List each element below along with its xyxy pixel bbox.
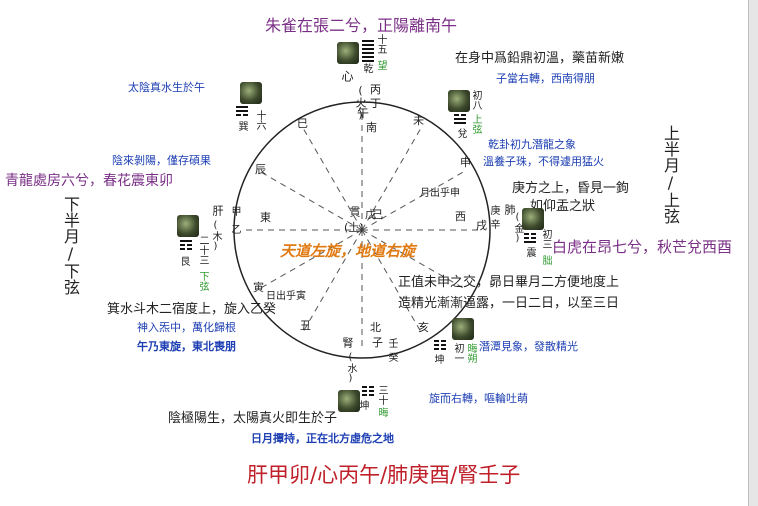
- branch-dong: 東: [260, 211, 271, 224]
- lung-char: 肺: [503, 204, 516, 215]
- liver-char: 肝: [211, 205, 224, 216]
- branch-si: 巳: [297, 117, 308, 130]
- kun2-phase: 晦朔: [465, 343, 476, 363]
- note-gengfang: 庚方之上，昏見一鉤: [512, 181, 630, 196]
- water-char: (水): [345, 352, 356, 384]
- fire-char: (火): [354, 84, 367, 121]
- kun-day: 三十: [376, 385, 387, 405]
- qian-day: 十五: [375, 34, 386, 54]
- branch-xu: 戌: [476, 219, 487, 232]
- kun-phase: 晦: [376, 407, 387, 417]
- gen-label: 艮: [178, 256, 189, 266]
- kun2-day: 初一: [452, 343, 463, 363]
- bottom-caption: 肝甲卯/心丙午/肺庚酉/腎壬子: [247, 463, 521, 487]
- note-jishui: 箕水斗木二宿度上，旋入乙癸: [107, 302, 277, 317]
- branch-xi: 西: [455, 210, 466, 223]
- branch-chen: 辰: [255, 163, 266, 176]
- qian-phase: 望: [375, 60, 386, 70]
- branch-nan: 南: [366, 121, 377, 134]
- note-jingguang: 造精光漸漸逼露，一日二日，以至三日: [398, 296, 620, 311]
- gen-trigram-icon: [180, 240, 192, 252]
- zhen-label: 震: [524, 247, 535, 257]
- ding-char: 丁: [370, 97, 381, 110]
- note-yangyu: 如仰盂之狀: [530, 199, 596, 214]
- center-zhen: 貫: [348, 206, 361, 217]
- note-yinlai: 陰來剝陽，僅存碩果: [112, 154, 211, 167]
- gen-day: 二十三: [197, 235, 208, 265]
- xin-char: 辛: [488, 219, 499, 229]
- moon-waning-icon: [240, 82, 262, 104]
- note-wenyang: 溫養子珠，不得遽用猛火: [483, 155, 604, 168]
- center-ji: 己: [372, 208, 383, 221]
- branch-shen: 申: [460, 156, 471, 169]
- qian-label: 乾: [361, 63, 372, 73]
- zhen-phase: 朏: [540, 255, 551, 265]
- bing-char: 丙: [370, 83, 381, 96]
- xun-trigram-icon: [236, 106, 248, 118]
- center-wu: 戊: [365, 208, 376, 221]
- geng-char: 庚: [488, 205, 499, 215]
- heart-char: 心: [340, 70, 354, 82]
- moon-full-icon: [337, 42, 359, 64]
- note-weishen: 正值未申之交，昴日畢月二方便地度上: [398, 275, 620, 290]
- side-label-lower: 下半月/下弦: [61, 196, 80, 295]
- window-frame-right: [748, 0, 758, 506]
- gen-phase: 下弦: [197, 271, 208, 291]
- center-motto: 天道左旋，地道右旋: [280, 242, 416, 260]
- note-qiantan: 潛潭見象，發散精光: [479, 340, 578, 353]
- dui-label: 兌: [455, 128, 466, 138]
- note-dingchu: 在身中爲鉛鼎初溫，藥苗新嫩: [455, 51, 625, 66]
- branch-yin: 寅: [253, 281, 264, 294]
- note-yinji: 陰極陽生，太陽真火即生於子: [168, 411, 338, 426]
- zhen-day: 初三: [540, 229, 551, 249]
- kun2-label: 坤: [432, 354, 443, 364]
- moon-half-icon: [448, 90, 470, 112]
- note-riyue: 日月撢持，正在北方虛危之地: [251, 432, 394, 445]
- sun-out-yin: 日出乎寅: [266, 291, 306, 302]
- center-earth: (土): [344, 221, 364, 234]
- wu-char: 午: [357, 106, 370, 120]
- note-white-tiger: 白虎在昂七兮，秋芒兌西酉: [552, 238, 733, 256]
- dui-trigram-icon: [454, 114, 466, 126]
- kidney-char: 腎: [341, 337, 354, 348]
- spoke-lines: [244, 112, 480, 348]
- title-zhuque: 朱雀在張二兮，正陽離南午: [265, 16, 458, 35]
- qian-trigram-icon: [362, 40, 374, 64]
- xun-label: 巽: [236, 121, 247, 131]
- note-shenru: 神入炁中，萬化歸根: [137, 321, 236, 334]
- dui-phase: 上弦: [470, 114, 481, 134]
- yi-char: 乙: [229, 224, 240, 234]
- xun-day: 十六: [254, 110, 265, 130]
- note-green-dragon: 青龍處房六兮，春花震東卯: [5, 173, 173, 189]
- note-youzhuan: 子當右轉，西南得朋: [496, 72, 595, 85]
- branch-wei: 未: [413, 114, 424, 127]
- zi-char: 子: [372, 336, 383, 349]
- kun2-trigram-icon: [434, 340, 446, 352]
- note-wunai: 午乃東旋，東北喪朋: [137, 340, 236, 353]
- moon-gibbous-icon: [177, 215, 199, 237]
- kun-trigram-icon: [362, 386, 374, 398]
- moon-dark-icon: [452, 318, 474, 340]
- jia-char: 甲: [229, 206, 240, 216]
- note-taiyin: 太陰真水生於午: [128, 81, 205, 94]
- branch-hai: 亥: [418, 321, 429, 334]
- dui-day: 初八: [470, 90, 481, 110]
- moon-new-icon: [338, 390, 360, 412]
- ren-char: 壬: [386, 338, 397, 348]
- branch-bei: 北: [370, 321, 381, 334]
- main-circle: [233, 101, 491, 359]
- metal-char: (金): [512, 212, 523, 244]
- note-xuaner: 旋而右轉，嘔輪吐萌: [429, 392, 528, 405]
- branch-chou: 丑: [300, 319, 311, 332]
- side-label-upper: 上半月/上弦: [661, 125, 680, 224]
- wood-char: (木): [210, 220, 221, 252]
- moon-crescent-icon: [522, 208, 544, 230]
- gui-char: 癸: [386, 352, 397, 362]
- moon-out-shen: 月出乎申: [420, 188, 460, 199]
- note-qianlong: 乾卦初九潛龍之象: [488, 138, 576, 151]
- kun-label: 坤: [357, 400, 368, 410]
- zhen-trigram-icon: [524, 233, 536, 245]
